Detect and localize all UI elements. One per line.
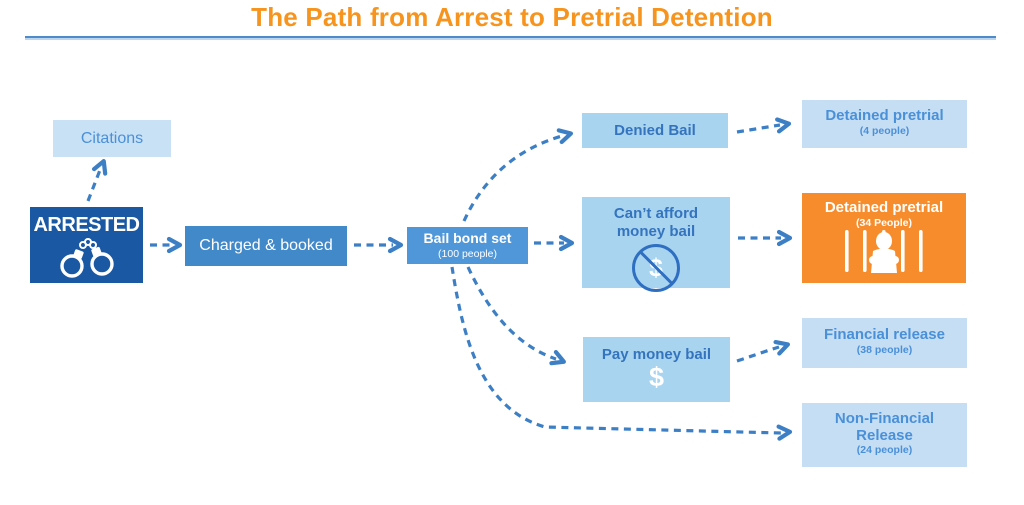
nonfinancial-line2: Release — [856, 427, 913, 444]
node-bail-bond-set: Bail bond set (100 people) — [407, 227, 528, 264]
title-divider — [25, 36, 996, 38]
arrowhead — [558, 234, 575, 252]
arrow-denied-to-detained4 — [736, 123, 781, 134]
detained34-label: Detained pretrial — [824, 199, 944, 216]
handcuffs-icon — [59, 238, 114, 278]
arrowhead — [775, 117, 792, 134]
arrested-label: ARRESTED — [33, 214, 140, 236]
nonfinancial-line1: Non-Financial — [834, 410, 935, 427]
arrow-arrested-to-citations — [86, 169, 102, 202]
arrowhead — [773, 339, 791, 356]
arrowhead — [549, 349, 566, 366]
arrowhead — [387, 236, 404, 254]
jail-bars-icon — [845, 230, 923, 273]
node-arrested: ARRESTED — [30, 207, 143, 283]
dollar-sign: $ — [648, 362, 665, 392]
node-cant-afford: Can’t afford money bail $ — [582, 197, 730, 292]
financial-label: Financial release — [824, 326, 945, 343]
node-citations: Citations — [53, 120, 171, 157]
nonfinancial-count: (24 people) — [856, 444, 913, 456]
arrowhead — [776, 424, 793, 441]
page-title: The Path from Arrest to Pretrial Detenti… — [251, 2, 773, 32]
node-financial-release: Financial release (38 people) — [802, 318, 967, 368]
arrow-pay-to-financial — [736, 345, 780, 363]
detained4-label: Detained pretrial — [825, 107, 944, 124]
financial-count: (38 people) — [856, 344, 913, 356]
node-pay-money-bail: Pay money bail $ — [583, 337, 730, 402]
node-detained-pretrial-34: Detained pretrial (34 People) — [802, 193, 966, 283]
node-denied-bail: Denied Bail — [582, 113, 728, 148]
pay-label: Pay money bail — [601, 346, 712, 363]
arrow-bail-to-pay — [466, 266, 557, 361]
arrow-bail-to-nonfinancial — [450, 266, 782, 435]
detained4-count: (4 people) — [859, 125, 910, 137]
citations-label: Citations — [80, 130, 144, 147]
node-detained-pretrial-4: Detained pretrial (4 people) — [802, 100, 967, 148]
node-non-financial-release: Non-Financial Release (24 people) — [802, 403, 967, 467]
arrowhead — [776, 229, 793, 247]
arrowhead — [556, 128, 574, 145]
charged-label: Charged & booked — [199, 237, 333, 254]
bail-count: (100 people) — [438, 248, 497, 260]
bail-label: Bail bond set — [423, 230, 512, 246]
node-charged-booked: Charged & booked — [185, 226, 347, 266]
arrowhead — [166, 236, 183, 254]
arrowhead — [91, 159, 108, 176]
denied-bail-label: Denied Bail — [614, 122, 696, 139]
detained34-count: (34 People) — [855, 217, 913, 229]
cant-afford-line1: Can’t afford — [613, 205, 699, 222]
cant-afford-line2: money bail — [616, 223, 696, 240]
arrow-bail-to-denied — [462, 134, 563, 222]
no-money-icon: $ — [632, 244, 680, 292]
